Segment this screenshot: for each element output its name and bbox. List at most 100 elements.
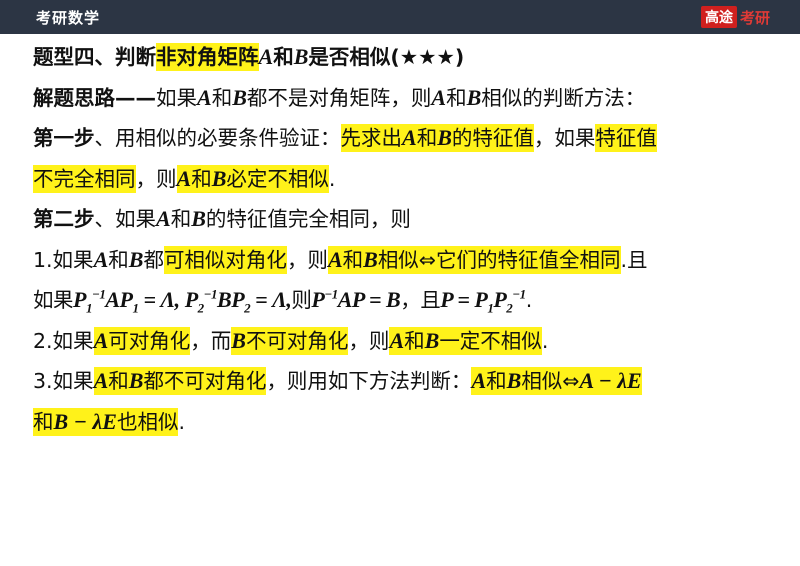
text: 相似⇔ — [521, 369, 580, 393]
text: 3.如果 — [33, 369, 94, 393]
text: ，则 — [135, 166, 177, 191]
case-three-line: 3.如果A和B都不可对角化，则用如下方法判断：A和B相似⇔A − λE — [33, 364, 773, 397]
matrix-b: B — [128, 368, 144, 393]
math-bp: BP — [217, 287, 245, 312]
text: ，则用如下方法判断： — [266, 369, 472, 393]
matrix-b: B — [232, 84, 247, 110]
matrix-b: B — [424, 327, 440, 353]
matrix-a: A — [93, 246, 109, 272]
course-title: 考研数学 — [36, 9, 101, 27]
text: 和 — [170, 207, 192, 231]
case-two-line: 2.如果A可对角化，而B不可对角化，则A和B一定不相似. — [33, 324, 773, 357]
text: 和 — [416, 126, 438, 150]
text: ，且 — [400, 288, 441, 312]
highlight: A和B相似⇔A − λE — [471, 367, 642, 395]
highlight: A和B相似⇔它们的特征值全相同 — [327, 245, 621, 274]
text: 都不可对角化 — [143, 369, 267, 393]
math-p: P — [493, 287, 507, 312]
section-title: 题型四、判断非对角矩阵A和B是否相似(★★★) — [33, 40, 773, 73]
text: 是否相似(★★★) — [308, 45, 465, 69]
text: 和 — [342, 247, 364, 272]
header-bar: 考研数学 高途 考研 — [0, 0, 800, 34]
case-three-line-cont: 和B − λE也相似. — [33, 405, 773, 438]
case-one-formula-line: 如果P1−1AP1 = Λ, P2−1BP2 = Λ,则P−1AP = B，且P… — [33, 283, 773, 316]
text: 的特征值完全相同，则 — [205, 207, 411, 231]
text: 和 — [404, 328, 425, 353]
text: 先求出 — [340, 126, 403, 150]
superscript: −1 — [324, 286, 338, 302]
text: . — [178, 409, 185, 434]
math-p: P — [311, 287, 325, 312]
text: 则 — [291, 288, 312, 312]
text: 相似的判断方法： — [481, 85, 646, 110]
highlight: 和B − λE也相似 — [33, 407, 179, 436]
text: 和 — [486, 369, 507, 393]
highlight: A和B一定不相似 — [389, 326, 542, 355]
step-one-line: 第一步、用相似的必要条件验证：先求出A和B的特征值，如果特征值 — [33, 121, 773, 154]
text: 也相似 — [116, 409, 179, 434]
text: .且 — [620, 247, 648, 272]
highlight: B不可对角化 — [231, 326, 349, 355]
superscript: −1 — [512, 286, 526, 302]
matrix-a: A — [402, 125, 417, 150]
brand-logo-box: 高途 — [700, 6, 737, 28]
formula: A − λE — [579, 368, 642, 393]
matrix-a: A — [471, 368, 487, 393]
highlight: 非对角矩阵 — [156, 43, 259, 71]
text: 的特征值 — [451, 126, 534, 150]
superscript: −1 — [203, 286, 218, 302]
text: 可对角化 — [108, 328, 191, 353]
text: 2.如果 — [33, 328, 94, 353]
matrix-a: A — [156, 206, 171, 231]
math-eq: = Λ, — [138, 287, 185, 312]
subscript: 1 — [132, 300, 139, 316]
brand-logo: 高途 考研 — [700, 6, 770, 28]
matrix-b: B — [437, 125, 452, 150]
text: 一定不相似 — [439, 328, 542, 353]
matrix-a: A — [176, 165, 192, 191]
matrix-b: B — [466, 84, 482, 110]
subscript: 1 — [487, 300, 494, 316]
text: 如果 — [33, 288, 74, 312]
highlight: 特征值 — [595, 124, 657, 152]
subscript: 1 — [85, 300, 93, 316]
formula: P1−1AP1 = Λ, P2−1BP2 = Λ, — [73, 286, 292, 316]
text: 相似⇔它们的特征值全相同 — [377, 247, 621, 272]
highlight: A可对角化 — [93, 326, 191, 355]
label: 第一步 — [33, 126, 95, 150]
text: 、如果 — [94, 207, 157, 231]
text: 和 — [108, 369, 129, 393]
highlight: 可相似对角化 — [163, 245, 287, 274]
matrix-b: B — [128, 246, 144, 272]
math-p: P = P — [440, 287, 488, 312]
matrix-b: B — [363, 246, 378, 272]
text: 题型四、判断 — [33, 45, 156, 69]
matrix-a: A — [93, 327, 109, 353]
approach-line: 解题思路——如果A和B都不是对角矩阵，则A和B相似的判断方法： — [33, 81, 773, 114]
text: 必定不相似 — [226, 166, 329, 191]
superscript: −1 — [91, 286, 106, 302]
text: 和 — [191, 166, 212, 191]
text: ，则 — [286, 247, 328, 272]
label: 第二步 — [33, 207, 95, 231]
text: 1.如果 — [33, 247, 94, 272]
matrix-a: A — [258, 44, 274, 69]
text: 如果 — [156, 85, 197, 110]
text: 不可对角化 — [245, 328, 349, 353]
text: ，而 — [190, 328, 232, 353]
matrix-b: B — [211, 165, 227, 191]
text: 和 — [211, 85, 233, 110]
matrix-b: B — [231, 327, 246, 353]
text: . — [328, 166, 336, 191]
highlight: A和B都不可对角化 — [93, 367, 267, 395]
math-ap: AP — [105, 287, 133, 312]
highlight: 不完全相同 — [33, 164, 136, 193]
formula: P−1AP = B — [311, 287, 400, 312]
text: ，如果 — [533, 126, 596, 150]
subscript: 2 — [197, 300, 205, 316]
text: . — [525, 288, 533, 312]
slide-content: 题型四、判断非对角矩阵A和B是否相似(★★★) 解题思路——如果A和B都不是对角… — [33, 40, 773, 445]
math-p: P — [184, 287, 198, 312]
brand-logo-text: 考研 — [739, 8, 770, 27]
matrix-a: A — [431, 84, 447, 110]
